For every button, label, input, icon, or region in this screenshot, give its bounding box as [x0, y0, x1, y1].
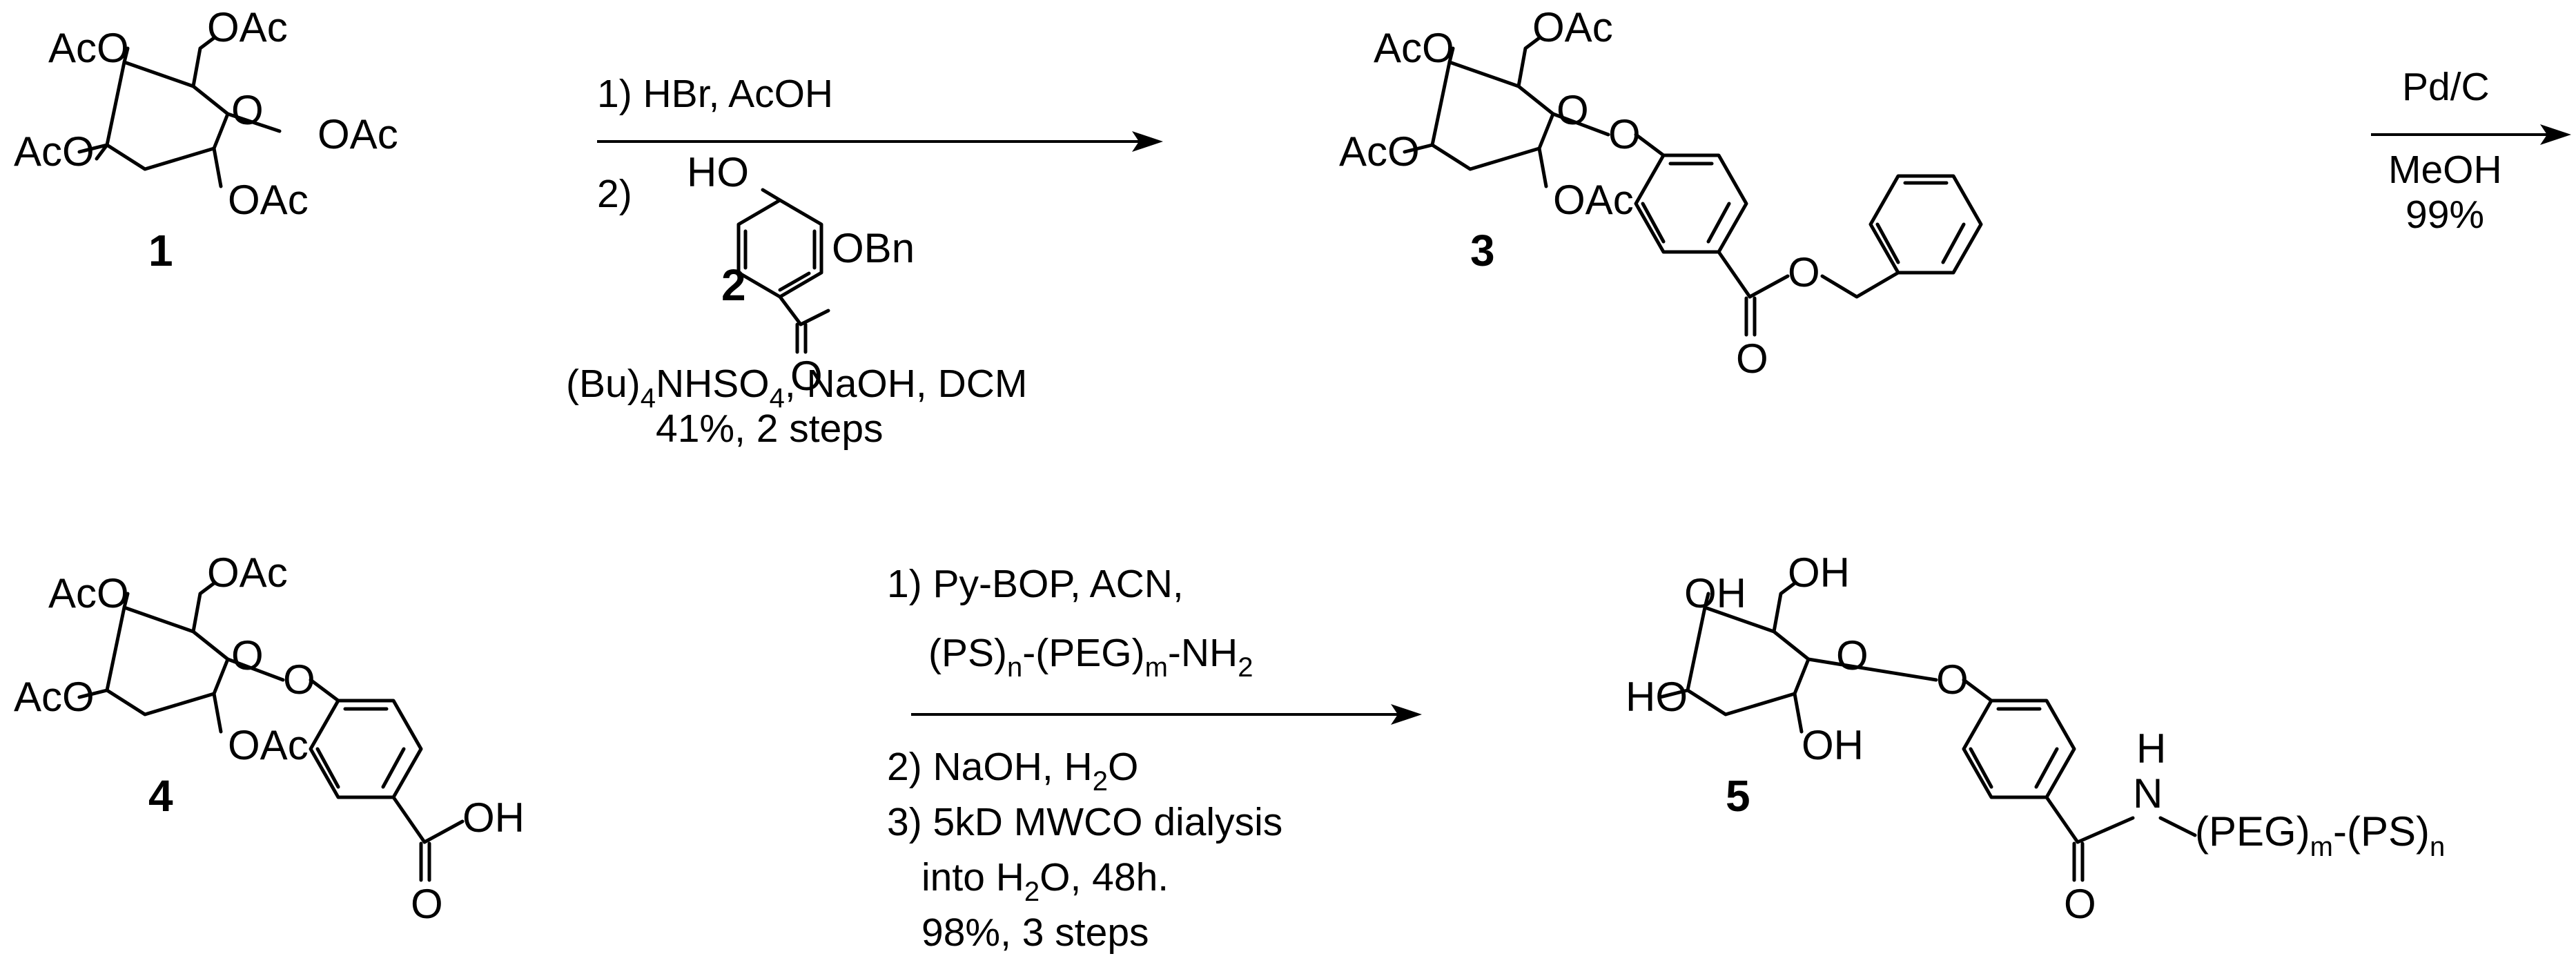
- compound-5-phenyl-ring: [1962, 699, 2076, 799]
- compound-3-ester-o: O: [1788, 249, 1820, 295]
- compound-2-number: 2: [721, 260, 746, 310]
- step-1-conditions: 1) HBr, AcOH 2) HO OBn O 2 (Bu)4NHSO4, N…: [566, 72, 1163, 451]
- compound-4-phenyl-ring: [309, 699, 423, 799]
- compound-4-acid-bonds: [391, 795, 465, 882]
- reagent-2: HO OBn O 2: [687, 149, 915, 399]
- compound-5-oh4: OH: [1684, 570, 1746, 616]
- reagent-2-obn: OBn: [832, 225, 915, 271]
- compound-5-oh6: OH: [1788, 549, 1850, 596]
- step-3-line-4: 3) 5kD MWCO dialysis: [887, 800, 1282, 844]
- compound-3-ac2: OAc: [1553, 177, 1634, 223]
- compound-1-ac1: OAc: [318, 111, 398, 157]
- step-2-yield: 99%: [2406, 193, 2484, 237]
- compound-5-number: 5: [1726, 771, 1750, 821]
- compound-3-number: 3: [1470, 226, 1495, 275]
- compound-1-ac6: OAc: [207, 4, 288, 50]
- compound-5-oh2: OH: [1802, 722, 1864, 768]
- compound-5-oh3: HO: [1626, 674, 1688, 720]
- compound-3-ring-o: O: [1557, 87, 1589, 133]
- compound-3-ac6: OAc: [1532, 4, 1613, 50]
- compound-3-phenyl-ring: [1634, 153, 1748, 254]
- compound-5-nh-h: H: [2136, 725, 2166, 772]
- compound-4-carbonyl-o: O: [411, 881, 443, 927]
- compound-4: AcO OAc O AcO OAc O OH O 4: [14, 549, 525, 927]
- compound-5-glycosidic-o: O: [1936, 656, 1969, 703]
- compound-4-ring-o: O: [231, 632, 264, 679]
- compound-3-benzyl-ring: [1868, 174, 1983, 275]
- compound-5-bonds: [1658, 581, 1993, 734]
- compound-1-bonds: [77, 36, 282, 188]
- compound-3: AcO OAc O AcO OAc O O O 3: [1339, 4, 1983, 382]
- step-2-solvent: MeOH: [2388, 148, 2502, 192]
- compound-5: OH OH O HO OH O H N O (PEG)m-(PS)n 5: [1626, 549, 2445, 927]
- compound-1: AcO OAc O AcO OAc OAc 1: [14, 4, 398, 275]
- compound-1-ring-o: O: [231, 87, 264, 133]
- step-1-line-1: 1) HBr, AcOH: [597, 72, 833, 116]
- compound-4-ac6: OAc: [207, 549, 288, 596]
- compound-3-galactose-ring: [1430, 60, 1555, 171]
- reagent-2-bonds: [761, 188, 830, 354]
- step-1-line-2-prefix: 2): [597, 172, 632, 216]
- compound-1-ac2: OAc: [228, 177, 309, 223]
- step-3-yield: 98%, 3 steps: [921, 910, 1149, 955]
- compound-4-galactose-ring: [105, 605, 230, 717]
- compound-3-carbonyl-o: O: [1736, 335, 1768, 382]
- reaction-arrow-2-head: [2540, 124, 2571, 145]
- step-2-reagent: Pd/C: [2402, 65, 2490, 109]
- compound-1-ac3: AcO: [14, 128, 95, 175]
- step-3-line-5: into H2O, 48h.: [921, 855, 1169, 907]
- step-1-yield: 41%, 2 steps: [656, 407, 884, 451]
- step-3-conditions: 1) Py-BOP, ACN, (PS)n-(PEG)m-NH2 2) NaOH…: [887, 562, 1422, 955]
- compound-4-ac2: OAc: [228, 722, 309, 768]
- compound-4-ac4: AcO: [48, 570, 129, 616]
- step-1-condition-line: (Bu)4NHSO4, NaOH, DCM: [566, 362, 1027, 413]
- compound-3-ac3: AcO: [1339, 128, 1420, 175]
- compound-4-ac3: AcO: [14, 674, 95, 720]
- compound-5-amide-bonds: [2045, 795, 2197, 882]
- compound-3-bonds: [1403, 36, 1666, 188]
- compound-4-acid-oh: OH: [462, 795, 525, 841]
- step-3-line-1: 1) Py-BOP, ACN,: [887, 562, 1184, 606]
- compound-4-number: 4: [148, 771, 173, 821]
- step-3-line-2: (PS)n-(PEG)m-NH2: [928, 631, 1253, 683]
- reaction-arrow-3-head: [1391, 704, 1422, 725]
- compound-1-ac4: AcO: [48, 25, 129, 71]
- step-2-conditions: Pd/C MeOH 99%: [2371, 65, 2571, 237]
- reagent-2-carbonyl-o: O: [790, 353, 823, 399]
- compound-3-ac4: AcO: [1374, 25, 1454, 71]
- compound-5-nh-n: N: [2133, 770, 2163, 817]
- compound-5-carbonyl-o: O: [2064, 881, 2096, 927]
- compound-3-glycosidic-o: O: [1608, 111, 1641, 157]
- step-3-line-3: 2) NaOH, H2O: [887, 745, 1138, 797]
- compound-1-number: 1: [148, 226, 173, 275]
- compound-5-ring-o: O: [1836, 632, 1868, 679]
- compound-1-galactose-ring: [95, 60, 230, 171]
- compound-5-galactose-ring: [1686, 605, 1811, 717]
- compound-3-ester-bonds: [1717, 250, 1900, 337]
- compound-4-bonds: [77, 581, 340, 734]
- compound-5-polymer-chain: (PEG)m-(PS)n: [2195, 808, 2445, 862]
- reagent-2-ho: HO: [687, 149, 749, 195]
- reaction-arrow-1-head: [1132, 131, 1163, 152]
- compound-4-glycosidic-o: O: [283, 656, 315, 703]
- reagent-2-ring: [736, 198, 823, 299]
